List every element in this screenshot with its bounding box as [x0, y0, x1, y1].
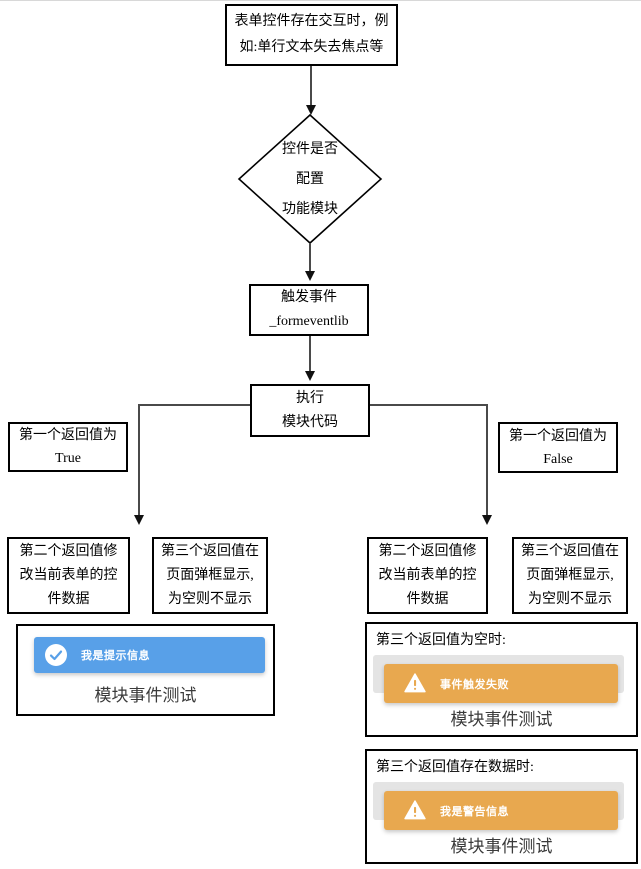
return-true-node: 第一个返回值为 True: [8, 422, 128, 472]
warning-triangle-icon: [404, 672, 426, 695]
module-test-caption: 模块事件测试: [94, 686, 197, 705]
module-test-caption: 模块事件测试: [450, 710, 553, 729]
arrowhead-left-branch: [134, 515, 144, 525]
warning-triangle-icon: [404, 799, 426, 822]
execute-node: 执行 模块代码: [250, 384, 370, 437]
arrowhead-to-trigger: [305, 271, 315, 281]
toast-success: 我是提示信息: [34, 637, 265, 673]
toast-warn-empty-text: 事件触发失败: [440, 678, 509, 691]
demo-panel-warn-data: 第三个返回值存在数据时: 我是警告信息 模块事件测试: [365, 749, 638, 864]
toast-warn-data: 我是警告信息: [384, 791, 618, 830]
panel-label: 第三个返回值为空时:: [376, 633, 506, 648]
arrowhead-right-branch: [482, 515, 492, 525]
toast-warn-empty: 事件触发失败: [384, 664, 618, 703]
demo-panel-warn-empty: 第三个返回值为空时: 事件触发失败 模块事件测试: [365, 622, 638, 737]
third-return-right-node: 第三个返回值在页面弹框显示,为空则不显示: [512, 537, 628, 614]
trigger-event-node: 触发事件 _formeventlib: [249, 284, 369, 336]
module-test-caption: 模块事件测试: [450, 837, 553, 856]
toast-success-text: 我是提示信息: [81, 650, 150, 662]
third-return-left-node: 第三个返回值在页面弹框显示,为空则不显示: [152, 537, 268, 614]
second-return-left-node: 第二个返回值修改当前表单的控件数据: [7, 537, 130, 614]
return-false-node: 第一个返回值为 False: [498, 422, 618, 473]
decision-node-label: 控件是否 配置 功能模块: [282, 142, 338, 217]
arrowhead-to-exec: [305, 371, 315, 381]
connector-exec-left: [138, 404, 250, 517]
start-node: 表单控件存在交互时，例如:单行文本失去焦点等: [225, 4, 398, 66]
check-circle-icon: [45, 644, 67, 666]
second-return-right-node: 第二个返回值修改当前表单的控件数据: [367, 537, 488, 614]
demo-panel-success: 我是提示信息 模块事件测试: [16, 624, 275, 716]
connector-exec-right: [370, 404, 488, 517]
toast-warn-data-text: 我是警告信息: [440, 805, 509, 818]
arrowhead-to-decision: [306, 105, 316, 115]
panel-label: 第三个返回值存在数据时:: [376, 760, 534, 775]
